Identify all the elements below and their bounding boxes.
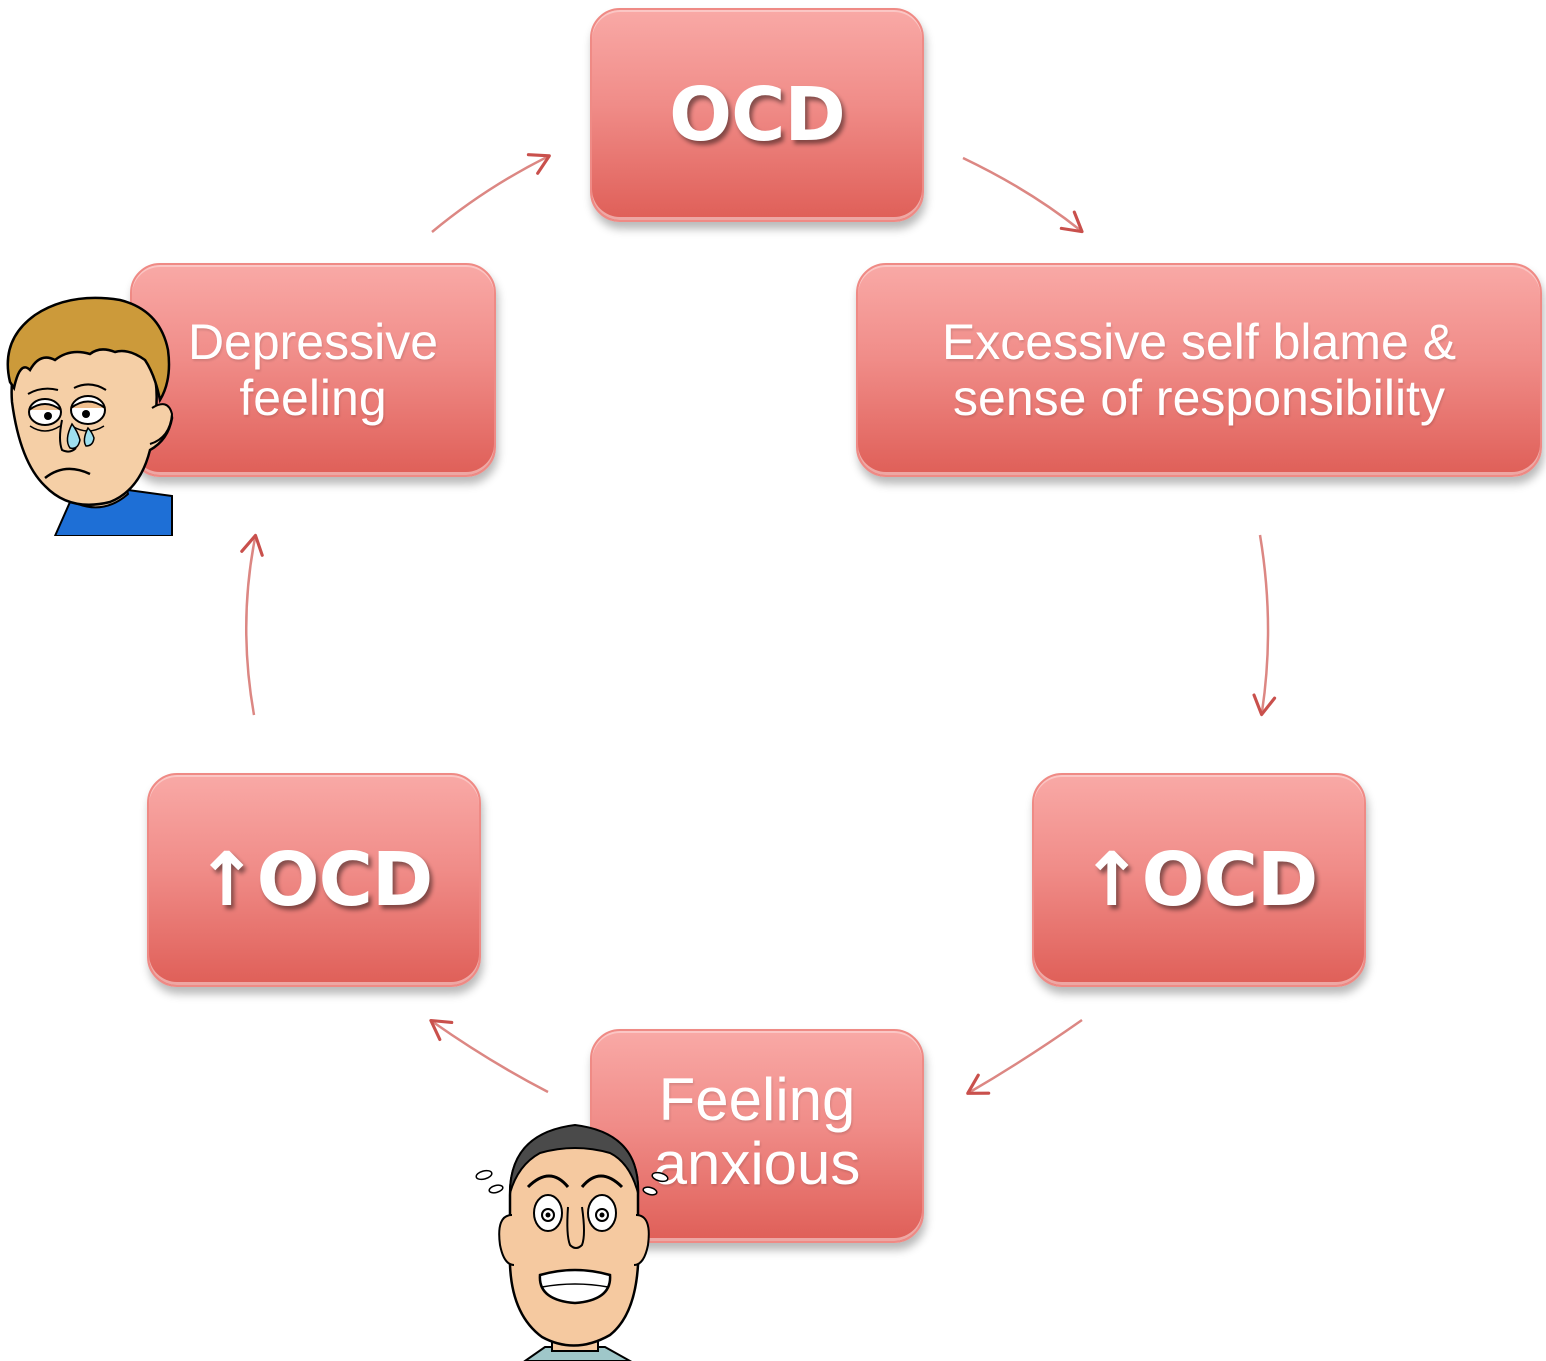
node-depressive-feeling-label: Depressive feeling [187,314,439,426]
arrow-anxious-to-ocd-left [429,1018,549,1094]
node-increased-ocd-right: ↑OCD [1032,773,1366,987]
node-ocd-label: OCD [669,72,846,158]
arrow-ocd-left-to-depressive [240,533,264,716]
arrow-depressive-to-ocd [431,153,551,233]
node-ocd: OCD [590,8,924,222]
node-feeling-anxious-label: Feeling anxious [653,1066,861,1197]
node-feeling-anxious: Feeling anxious [590,1029,924,1243]
arrow-ocd-right-to-anxious [966,1018,1083,1095]
node-increased-ocd-left-label: ↑OCD [195,837,434,923]
arrow-blame-to-ocd-right [1252,534,1277,717]
crying-man-icon [6,296,174,536]
node-increased-ocd-left: ↑OCD [147,773,481,987]
node-depressive-feeling: Depressive feeling [130,263,496,477]
arrow-ocd-to-blame [962,156,1084,234]
node-self-blame: Excessive self blame & sense of responsi… [856,263,1542,477]
anxious-man-icon [475,1123,669,1361]
node-increased-ocd-right-label: ↑OCD [1080,837,1319,923]
node-self-blame-label: Excessive self blame & sense of responsi… [941,314,1457,426]
